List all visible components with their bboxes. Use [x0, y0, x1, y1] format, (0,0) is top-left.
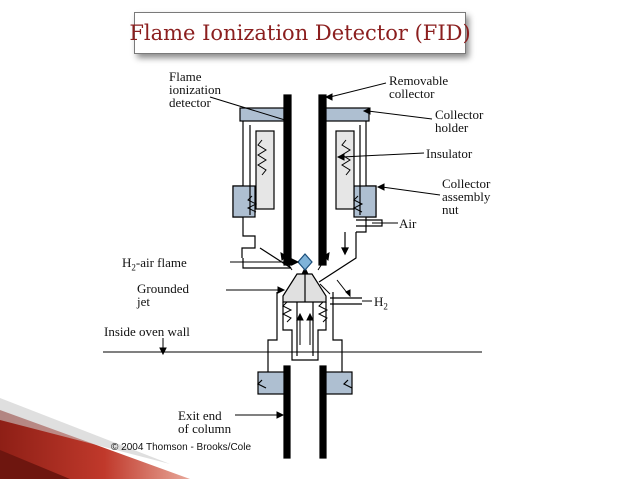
air-inlet [341, 219, 383, 256]
label-air: Air [399, 216, 417, 231]
label-insulator: Insulator [426, 146, 473, 161]
label-grounded-jet: Grounded jet [137, 281, 189, 309]
springs [246, 139, 364, 323]
column-fitting [256, 356, 353, 395]
flow-arrows [280, 252, 351, 345]
label-collector-assembly-nut: Collector assembly nut [442, 176, 491, 217]
h2-air-flame [297, 253, 313, 271]
label-exit-end-of-column: Exit end of column [178, 408, 232, 436]
grounded-jet [267, 273, 362, 361]
copyright-notice: © 2004 Thomson - Brooks/Cole [111, 442, 252, 453]
leader-lines [159, 82, 441, 419]
page-title: Flame Ionization Detector (FID) [129, 21, 471, 45]
label-removable-collector: Removable collector [389, 73, 449, 101]
collector-tube [283, 94, 327, 266]
label-inside-oven-wall: Inside oven wall [104, 324, 190, 339]
label-h2: H2 [374, 294, 388, 312]
label-flame-ionization-detector: Flame ionization detector [169, 69, 221, 110]
label-h2-air-flame: H2-air flame [122, 255, 187, 273]
label-collector-holder: Collector holder [435, 107, 484, 135]
title-box: Flame Ionization Detector (FID) [129, 12, 471, 54]
exit-column [283, 365, 327, 459]
